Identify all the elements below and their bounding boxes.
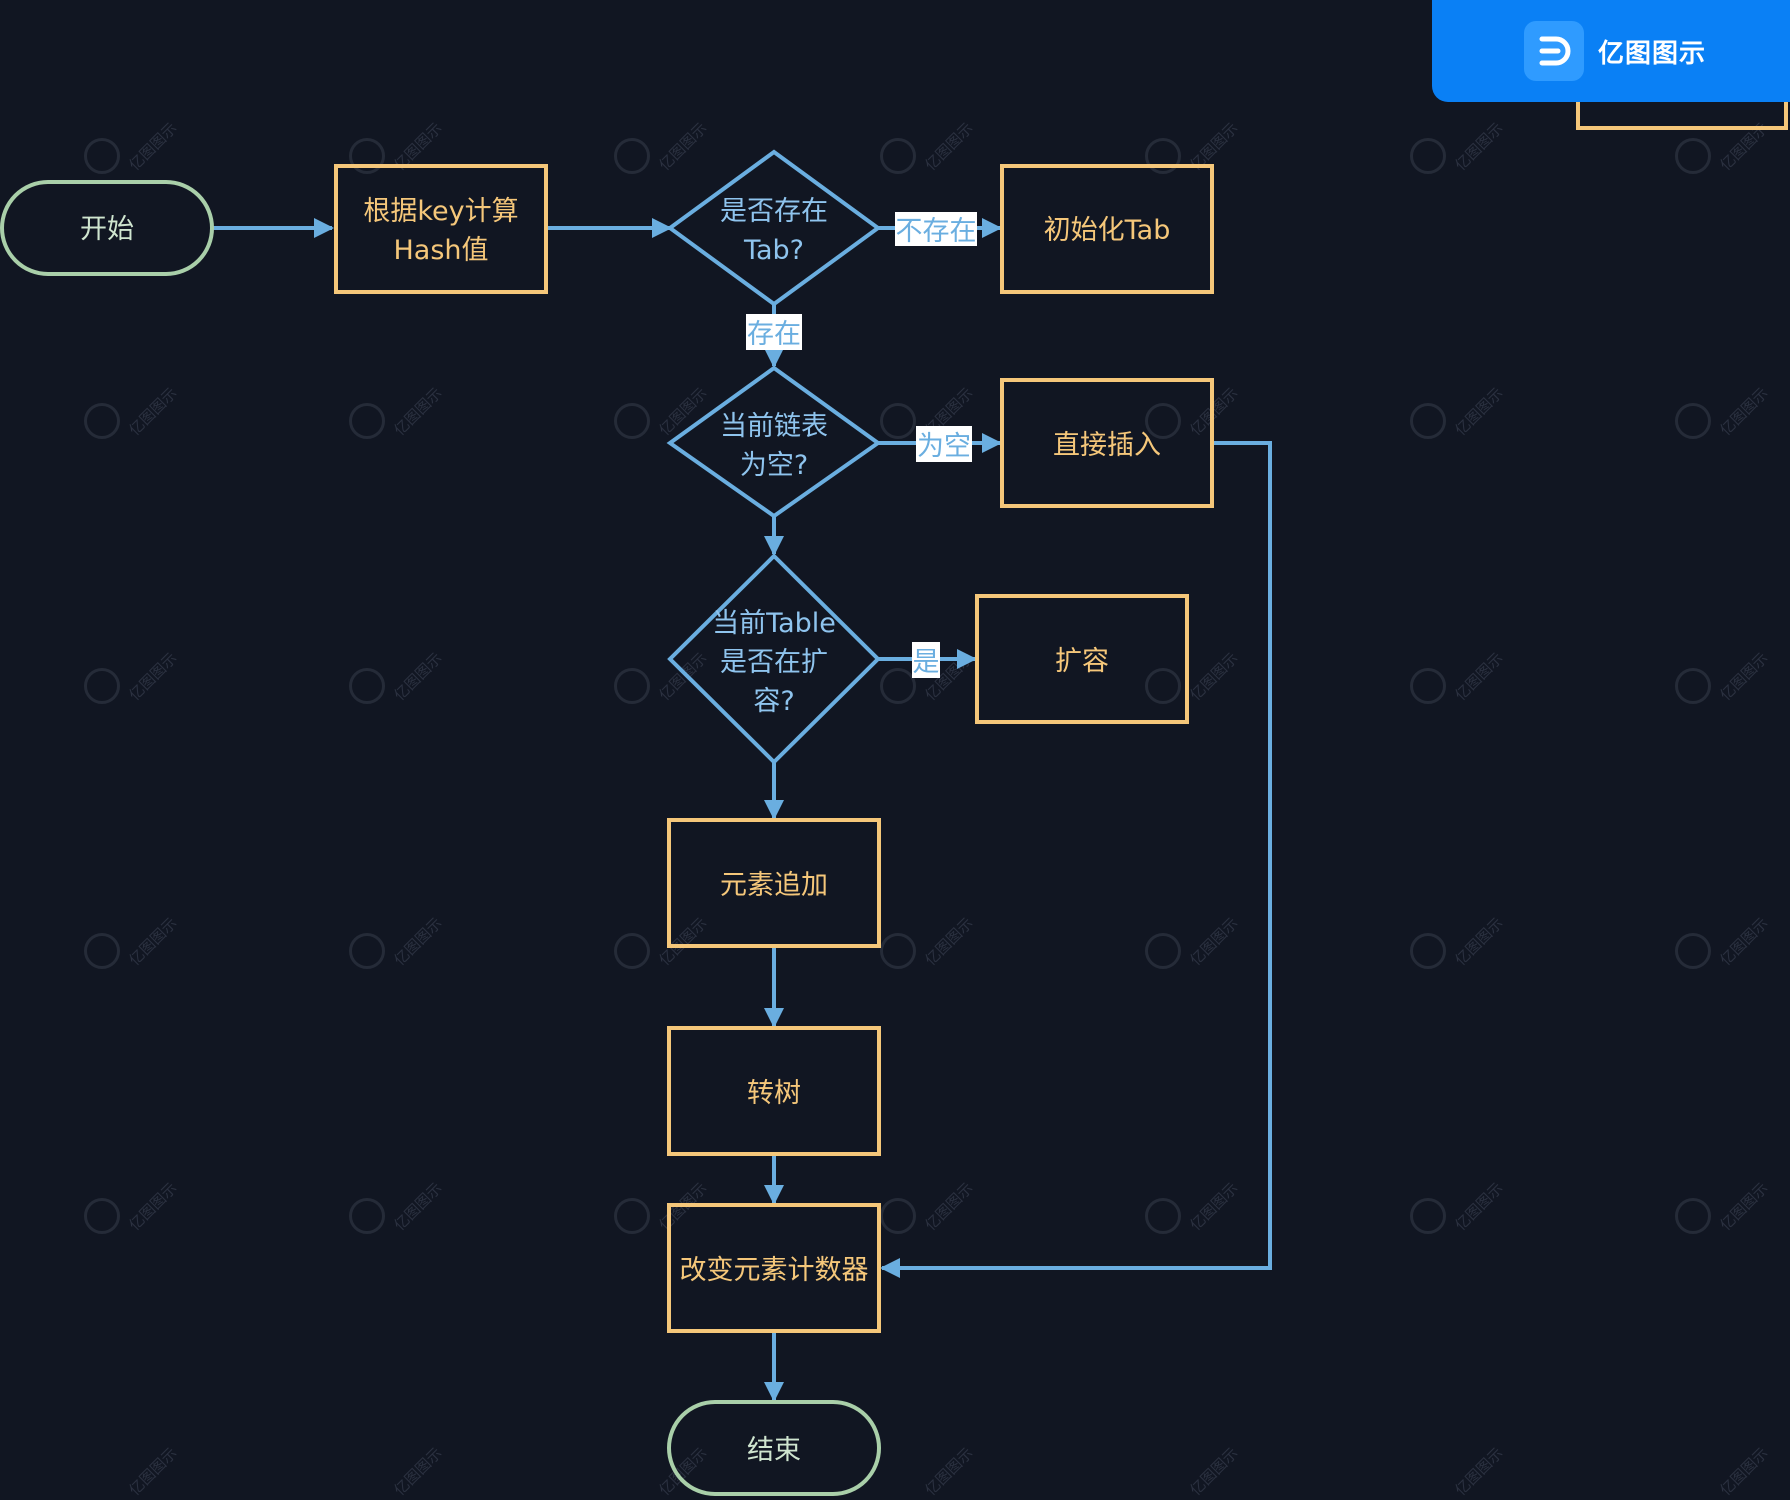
brand-logo-icon xyxy=(1524,21,1584,81)
edge-label-bg-not-exists xyxy=(895,212,977,246)
node-insert-direct-label: 直接插入 xyxy=(1053,430,1161,461)
node-start: 开始 xyxy=(0,180,214,276)
partial-process-box xyxy=(1576,88,1788,130)
node-hash-line-1: 根据key计算 xyxy=(363,196,518,227)
edges xyxy=(212,218,1272,1402)
edge-label-yes: 是 xyxy=(913,647,940,678)
node-hash-line-2: Hash值 xyxy=(393,235,488,266)
node-counter-label: 改变元素计数器 xyxy=(680,1255,869,1286)
node-exists-tab-line-1: 是否存在 xyxy=(720,196,828,227)
node-list-empty: 当前链表 为空? xyxy=(666,365,882,519)
node-end-label: 结束 xyxy=(747,1435,801,1466)
node-list-empty-line-1: 当前链表 xyxy=(720,411,828,442)
node-init-tab: 初始化Tab xyxy=(1000,164,1214,294)
brand-banner[interactable]: 亿图图示 xyxy=(1432,0,1790,102)
brand-name: 亿图图示 xyxy=(1598,38,1707,69)
node-hash: 根据key计算 Hash值 xyxy=(334,164,548,294)
edge-labels: 不存在 存在 为空 是 xyxy=(746,212,977,678)
node-resize-label: 扩容 xyxy=(1055,646,1109,677)
node-append-label: 元素追加 xyxy=(720,870,828,901)
node-list-empty-line-2: 为空? xyxy=(740,450,808,481)
edge-label-bg-exists xyxy=(746,314,802,350)
node-insert-direct: 直接插入 xyxy=(1000,378,1214,508)
node-resize: 扩容 xyxy=(975,594,1189,724)
node-treeify: 转树 xyxy=(667,1026,881,1156)
node-end: 结束 xyxy=(667,1400,881,1496)
edge-label-not-exists: 不存在 xyxy=(896,216,977,247)
edge-label-exists: 存在 xyxy=(747,319,801,350)
node-append: 元素追加 xyxy=(667,818,881,948)
node-treeify-label: 转树 xyxy=(747,1078,801,1109)
edge-insert-to-counter xyxy=(880,441,1272,1278)
edge-label-empty: 为空 xyxy=(917,431,971,462)
node-exists-tab-line-2: Tab? xyxy=(743,235,804,266)
node-resizing-line-1: 当前Table xyxy=(712,608,836,639)
edge-label-bg-empty xyxy=(916,426,972,462)
node-resizing-line-2: 是否在扩 xyxy=(720,647,828,678)
node-counter: 改变元素计数器 xyxy=(667,1203,881,1333)
node-resizing: 当前Table 是否在扩 容? xyxy=(667,553,881,765)
node-resizing-line-3: 容? xyxy=(753,686,794,717)
edge-label-bg-yes xyxy=(912,642,940,678)
node-start-label: 开始 xyxy=(80,214,134,245)
node-exists-tab: 是否存在 Tab? xyxy=(666,149,882,307)
node-init-tab-label: 初始化Tab xyxy=(1044,215,1171,246)
